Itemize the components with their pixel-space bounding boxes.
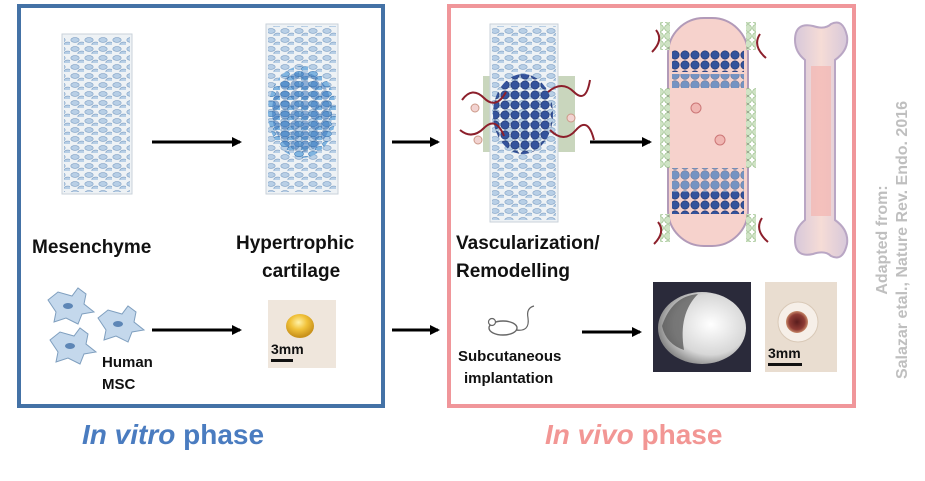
human-msc-label-line2: MSC — [102, 376, 136, 393]
human-msc-label-line1: Human — [102, 354, 153, 371]
scale-label-pellet: 3mm — [271, 341, 304, 357]
in-vitro-italic: In vitro — [82, 419, 176, 450]
mesenchyme-scaffold-image — [61, 33, 133, 195]
msc-cells-image — [47, 287, 146, 365]
explant-photo — [765, 282, 837, 372]
remodelled-bone-image — [651, 17, 769, 247]
cartilage-pellet-photo — [268, 300, 336, 368]
scale-bar-explant — [768, 363, 802, 366]
hypertrophic-label-line1: Hypertrophic — [236, 233, 355, 254]
in-vivo-phase-word: phase — [633, 419, 723, 450]
vascularization-image — [459, 23, 595, 223]
scale-bar-pellet — [271, 359, 293, 362]
in-vivo-italic: In vivo — [545, 419, 634, 450]
scale-label-explant: 3mm — [768, 345, 801, 361]
in-vivo-panel — [447, 4, 856, 408]
mesenchyme-label: Mesenchyme — [32, 237, 152, 258]
in-vitro-phase-word: phase — [175, 419, 265, 450]
credit-line2: Salazar etal., Nature Rev. Endo. 2016 — [894, 100, 911, 380]
in-vitro-panel — [17, 4, 385, 408]
in-vivo-phase-title: In vivo phase — [545, 419, 722, 451]
vascularization-label-line2: Remodelling — [456, 261, 571, 282]
hypertrophic-label-line2: cartilage — [262, 261, 341, 282]
hypertrophic-cartilage-image — [265, 23, 339, 195]
subcutaneous-label-line1: Subcutaneous — [458, 348, 562, 365]
in-vitro-phase-title: In vitro phase — [82, 419, 264, 451]
mouse-icon — [487, 305, 535, 336]
microct-scan-photo — [653, 282, 751, 372]
source-credit: Adapted from: Salazar etal., Nature Rev.… — [873, 101, 913, 379]
subcutaneous-label-line2: implantation — [464, 370, 554, 387]
vascularization-label-line1: Vascularization/ — [456, 233, 600, 254]
long-bone-image — [793, 21, 849, 259]
credit-line1: Adapted from: — [874, 185, 891, 295]
